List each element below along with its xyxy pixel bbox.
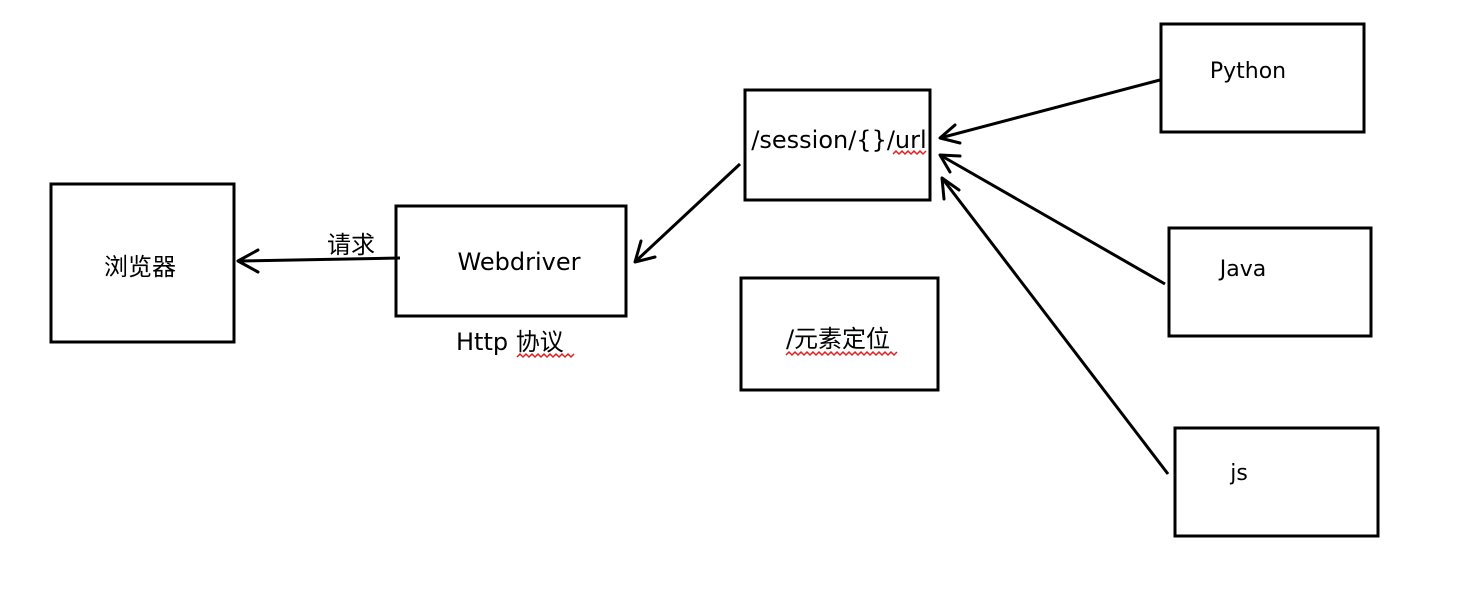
node-js-label: js — [1229, 461, 1248, 486]
spellcheck-underline — [892, 149, 927, 156]
edge-session-to-webdriver — [633, 162, 742, 264]
node-python[interactable]: Python — [1159, 22, 1366, 134]
spellcheck-underline — [785, 350, 898, 357]
node-session-url[interactable]: /session/{}/url — [743, 88, 932, 202]
edge-java-to-session — [938, 153, 1166, 286]
node-session-url-label: /session/{}/url — [751, 126, 926, 154]
node-java-label: Java — [1218, 257, 1266, 282]
node-webdriver-label: Webdriver — [458, 248, 581, 276]
node-webdriver[interactable]: Webdriver — [394, 204, 628, 318]
annotation-http-protocol-label: Http 协议 — [456, 328, 564, 356]
spellcheck-underline — [516, 352, 575, 359]
node-python-label: Python — [1210, 59, 1286, 84]
node-element-locate[interactable]: /元素定位 — [739, 276, 940, 392]
edge-webdriver-to-browser-label: 请求 — [327, 231, 375, 259]
node-browser-label: 浏览器 — [104, 253, 176, 281]
node-js[interactable]: js — [1173, 426, 1380, 538]
annotation-http-protocol: Http 协议 — [456, 328, 575, 359]
edge-js-to-session — [940, 176, 1170, 475]
node-browser[interactable]: 浏览器 — [49, 182, 236, 344]
node-element-locate-label: /元素定位 — [786, 325, 890, 353]
node-java[interactable]: Java — [1167, 226, 1373, 338]
edge-python-to-session — [938, 78, 1161, 145]
edge-webdriver-to-browser: 请求 — [236, 231, 401, 274]
